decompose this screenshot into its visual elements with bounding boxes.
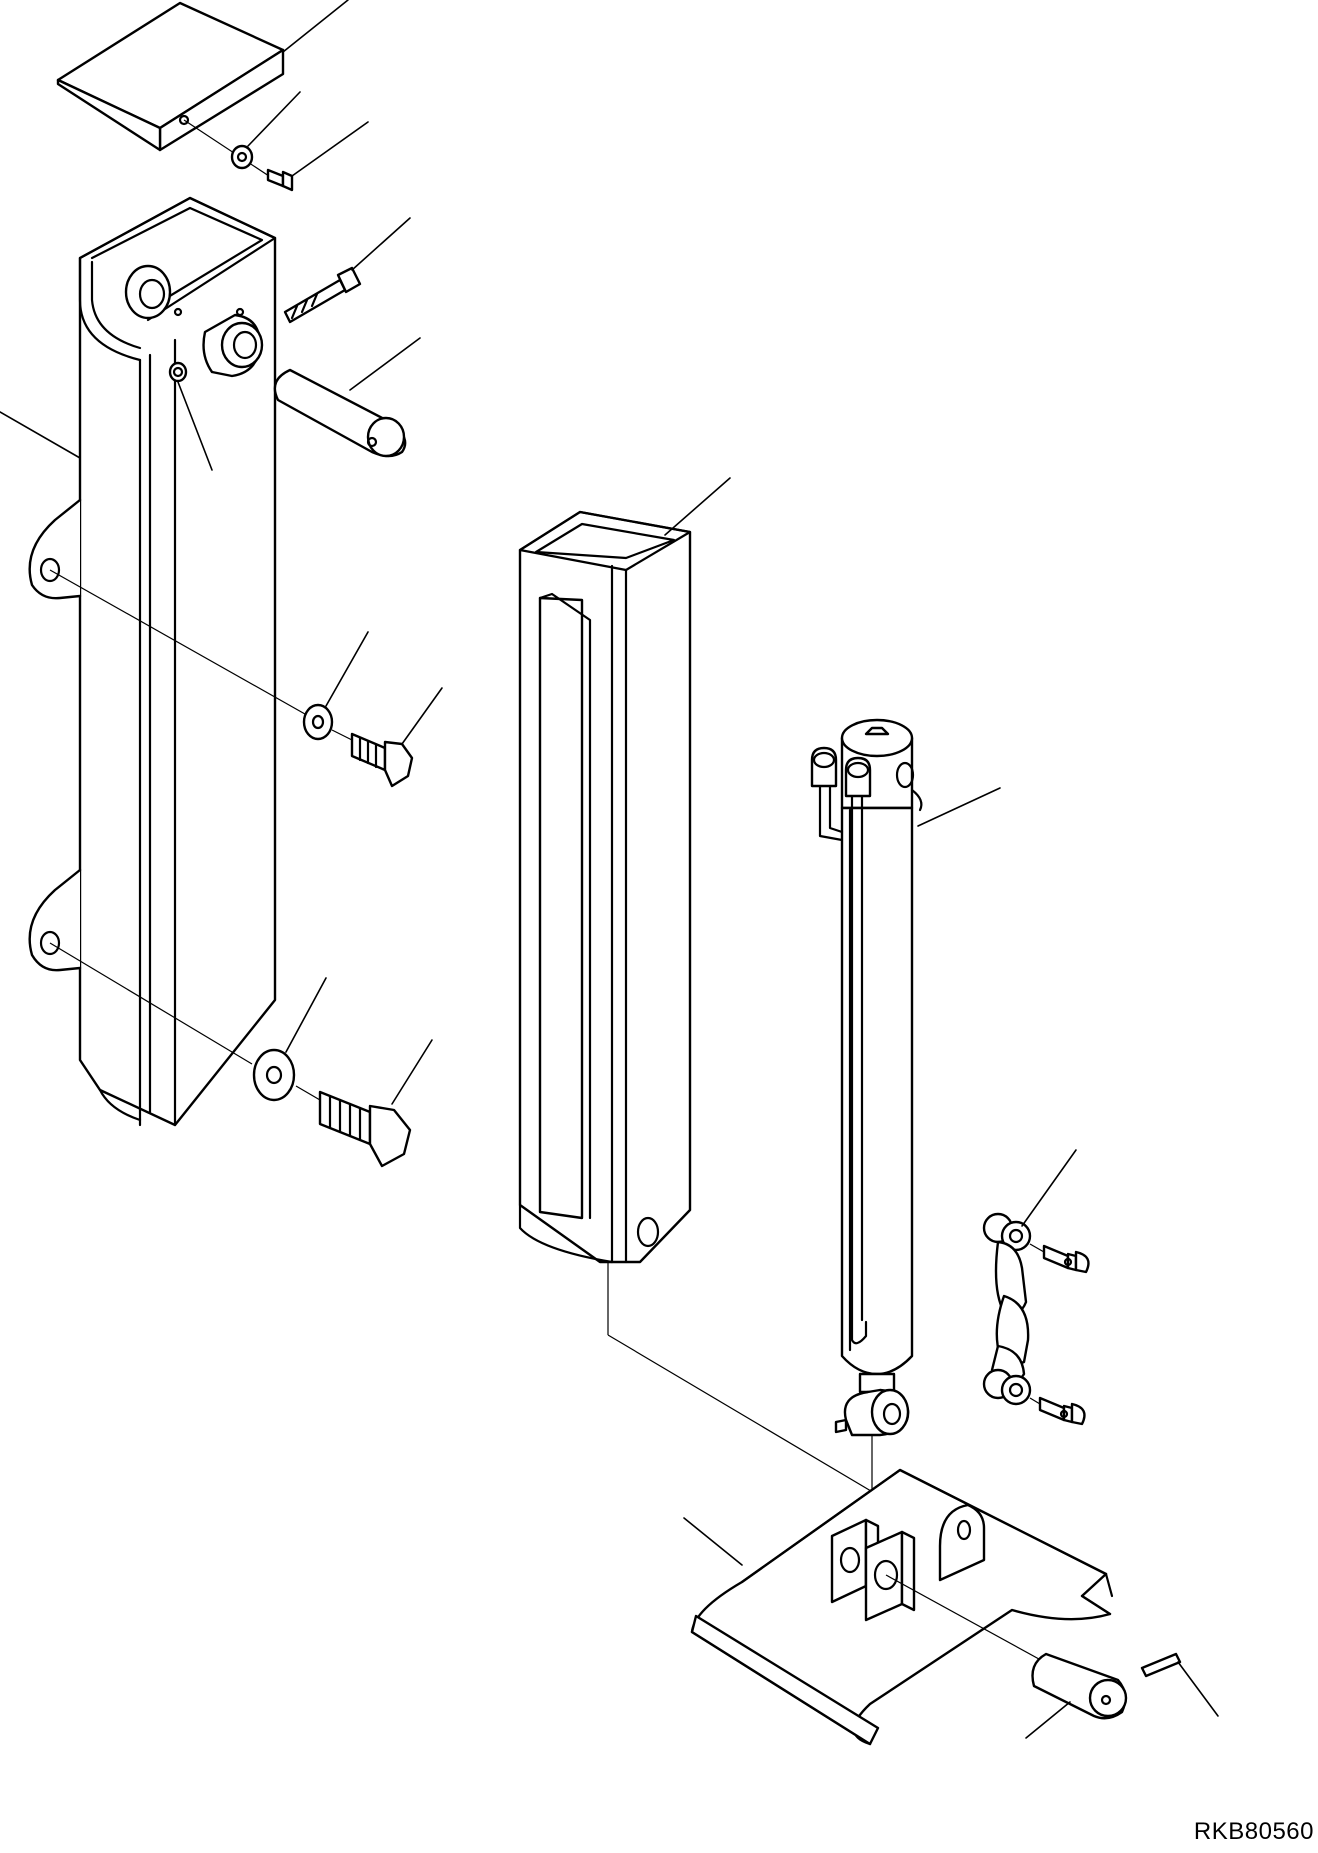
leader-line [401, 687, 443, 745]
assembly-line [607, 1334, 877, 1495]
assembly-line [1029, 1397, 1041, 1405]
upright-column [28, 196, 277, 1127]
leader-line [664, 477, 731, 536]
leader-line [291, 121, 369, 177]
assembly-line [49, 569, 313, 719]
assembly-line [331, 729, 353, 741]
leader-line [1021, 1149, 1077, 1227]
assembly-line [295, 1085, 321, 1101]
hydraulic-cylinder [810, 718, 923, 1437]
assembly-line [183, 119, 276, 181]
leader-line [247, 91, 301, 147]
small-washer [230, 144, 254, 170]
washer-upper [302, 703, 334, 741]
chain [982, 1212, 1032, 1406]
assembly-line [1029, 1243, 1045, 1253]
inner-tube [518, 510, 692, 1264]
cover-plate [56, 1, 285, 152]
leader-line [1025, 1701, 1071, 1739]
split-pin [1140, 1652, 1182, 1678]
bolt-lower [318, 1090, 412, 1168]
assembly-line [49, 942, 253, 1065]
assembly-line [885, 1574, 1049, 1665]
long-bolt [283, 266, 362, 324]
pivot-pin [273, 368, 407, 458]
drawing-code: RKB80560 [1193, 1818, 1314, 1845]
leader-line [285, 977, 327, 1053]
leader-line [282, 0, 349, 53]
chain-bolt-upper [1042, 1244, 1090, 1274]
leader-line [917, 787, 1001, 827]
leader-line [391, 1039, 433, 1105]
chain-bolt-lower [1038, 1396, 1086, 1426]
leader-line [683, 1517, 743, 1566]
base-pin [1031, 1652, 1128, 1720]
leader-line [351, 217, 411, 271]
leader-line [349, 337, 421, 391]
base-plate [690, 1468, 1114, 1746]
washer-lower [252, 1048, 296, 1102]
leader-line [177, 381, 213, 471]
leader-line [1177, 1661, 1219, 1717]
leader-line [325, 631, 369, 707]
leader-line [0, 411, 81, 459]
small-bolt [266, 168, 294, 192]
